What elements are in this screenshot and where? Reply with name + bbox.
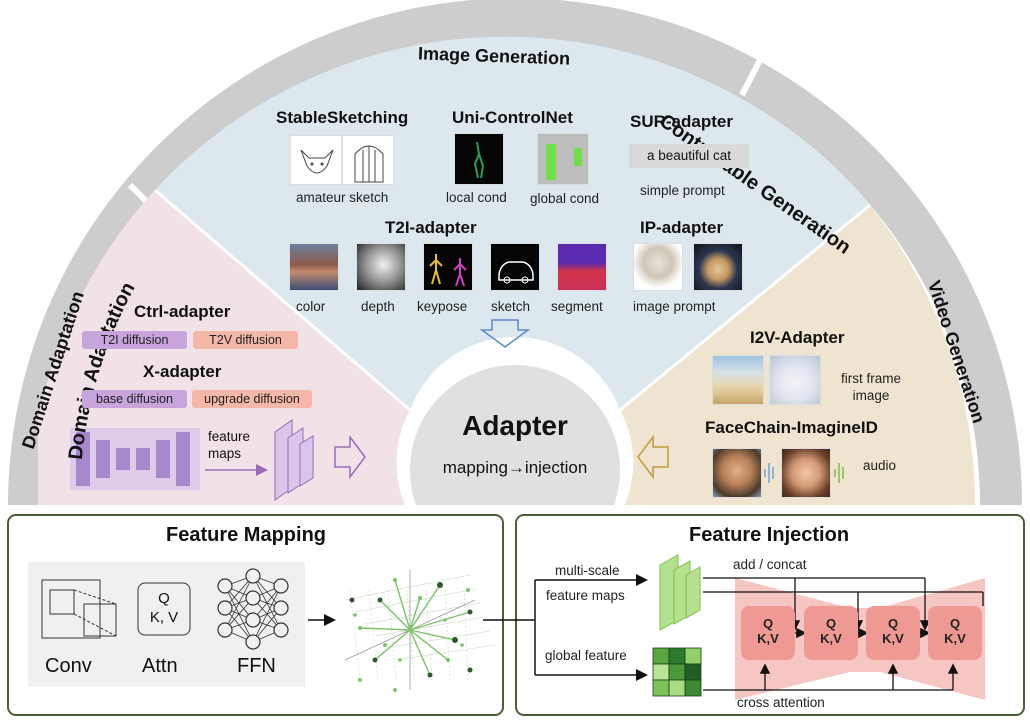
feature-injection-title: Feature Injection <box>689 524 850 546</box>
global-feature-label: global feature <box>545 648 627 663</box>
cross-attention-label: cross attention <box>737 695 825 710</box>
simple-prompt-caption: simple prompt <box>640 183 725 198</box>
segment-image <box>557 243 607 291</box>
portrait-image <box>693 243 743 291</box>
feature-mapping-title: Feature Mapping <box>166 524 327 546</box>
t2i-caption-keypose: keypose <box>417 299 468 314</box>
down-arrow-icon <box>479 319 531 348</box>
conv-icon <box>41 579 117 639</box>
multi-scale-feature-maps <box>659 554 701 631</box>
right-arrow-icon <box>334 434 366 480</box>
depth-image <box>356 243 406 291</box>
embedding-space-plot <box>344 570 496 692</box>
ffn-label: FFN <box>237 655 276 677</box>
sur-adapter-title: SUR-adapter <box>630 112 733 131</box>
left-arrow-icon <box>637 434 669 480</box>
local-cond-image <box>454 133 504 185</box>
local-cond-caption: local cond <box>446 190 507 205</box>
audio-wave-icon <box>763 457 777 489</box>
keypose-image <box>423 243 473 291</box>
face-image-2 <box>781 448 831 498</box>
t2i-adapter-title: T2I-adapter <box>385 218 477 237</box>
door-sketch-image <box>342 135 394 185</box>
stable-sketching-title: StableSketching <box>276 108 409 127</box>
sketch-image <box>490 243 540 291</box>
global-feature-grid <box>652 647 702 697</box>
adapter-title: Adapter <box>462 410 568 441</box>
adapter-subtitle: mapping→injection <box>442 458 588 477</box>
attn-icon <box>137 582 191 636</box>
beach-image <box>712 355 764 405</box>
image-generation-sector <box>155 36 870 411</box>
first-frame-caption: first frame image <box>840 371 901 403</box>
t2i-caption-sketch: sketch <box>491 299 531 314</box>
ffn-icon <box>217 568 289 650</box>
t2i-caption-color: color <box>296 299 326 314</box>
face-image-1 <box>712 448 762 498</box>
global-cond-caption: global cond <box>530 191 600 206</box>
attn-box-q: Q <box>158 590 170 607</box>
feature-maps-label: feature maps <box>208 429 251 461</box>
audio-caption: audio <box>863 458 897 473</box>
attn-label: Attn <box>142 655 178 677</box>
t2i-caption-segment: segment <box>551 299 603 314</box>
conv-label: Conv <box>45 655 92 677</box>
i2v-adapter-title: I2V-Adapter <box>750 328 845 347</box>
color-image <box>289 243 339 291</box>
cat-sketch-image <box>290 135 342 185</box>
snow-image <box>769 355 821 405</box>
upgrade-diffusion-tag: upgrade diffusion <box>192 390 312 408</box>
amateur-sketch-caption: amateur sketch <box>296 190 389 205</box>
x-adapter-title: X-adapter <box>143 362 222 381</box>
feature-mapping-box <box>7 514 504 716</box>
ctrl-adapter-title: Ctrl-adapter <box>134 302 231 321</box>
base-diffusion-tag: base diffusion <box>82 390 187 408</box>
t2i-caption-depth: depth <box>361 299 395 314</box>
audio-wave-icon-2 <box>833 457 847 489</box>
t2i-diffusion-tag: T2I diffusion <box>82 331 187 349</box>
prompt-box: a beautiful cat <box>629 144 749 168</box>
feature-injection-box <box>515 514 1025 716</box>
image-prompt-caption: image prompt <box>633 299 716 314</box>
feature-maps-label-2: feature maps <box>546 588 625 603</box>
statue-image <box>633 243 683 291</box>
t2v-diffusion-tag: T2V diffusion <box>193 331 298 349</box>
add-concat-label: add / concat <box>733 557 807 572</box>
global-cond-image <box>537 133 589 185</box>
multi-scale-label: multi-scale <box>555 563 620 578</box>
attn-box-kv: K, V <box>149 609 179 626</box>
uni-controlnet-title: Uni-ControlNet <box>452 108 573 127</box>
facechain-title: FaceChain-ImagineID <box>705 418 878 437</box>
ip-adapter-title: IP-adapter <box>640 218 724 237</box>
unet-diagram <box>70 419 314 501</box>
